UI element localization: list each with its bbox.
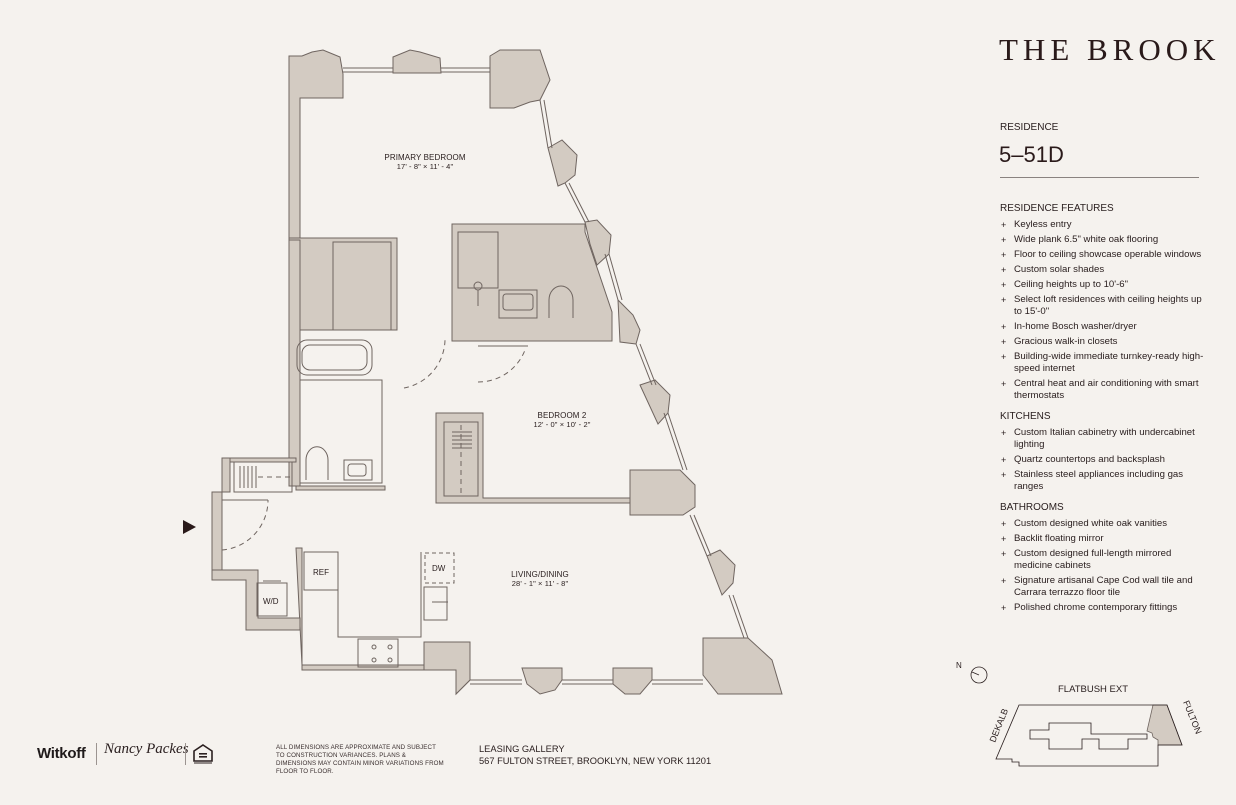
- list-item: + Custom designed white oak vanities: [1000, 518, 1210, 530]
- list-item: + Polished chrome contemporary fittings: [1000, 602, 1210, 614]
- feature-text: Polished chrome contemporary fittings: [1014, 602, 1178, 613]
- plus-icon: +: [1001, 352, 1007, 362]
- list-item: + Gracious walk-in closets: [1000, 336, 1210, 348]
- street-fulton: FULTON: [1181, 699, 1203, 735]
- divider: [1000, 177, 1199, 178]
- developer-logo: Witkoff: [37, 745, 86, 762]
- list-item: + Stainless steel appliances including ga…: [1000, 469, 1210, 493]
- feature-text: Signature artisanal Cape Cod wall tile a…: [1014, 575, 1193, 598]
- plus-icon: +: [1001, 220, 1007, 230]
- list-item: + Custom Italian cabinetry with undercabi…: [1000, 427, 1210, 451]
- plus-icon: +: [1001, 470, 1007, 480]
- feature-text: Custom solar shades: [1014, 264, 1105, 275]
- plus-icon: +: [1001, 549, 1007, 559]
- kitchens-list: + Custom Italian cabinetry with undercabi…: [1000, 427, 1210, 493]
- street-dekalb: DEKALB: [988, 707, 1011, 744]
- bathrooms-list: + Custom designed white oak vanities + Bac…: [1000, 518, 1210, 614]
- feature-text: Custom Italian cabinetry with undercabin…: [1014, 427, 1195, 450]
- room-dimensions: 28' - 1" × 11' - 8": [511, 579, 569, 588]
- plus-icon: +: [1001, 519, 1007, 529]
- plus-icon: +: [1001, 576, 1007, 586]
- list-item: + Keyless entry: [1000, 219, 1210, 231]
- compass-icon: [970, 666, 988, 684]
- entry-arrow-icon: [183, 520, 196, 534]
- plus-icon: +: [1001, 295, 1007, 305]
- section-title-bathrooms: BATHROOMS: [1000, 502, 1064, 513]
- list-item: + Central heat and air conditioning with …: [1000, 378, 1210, 402]
- brand-title: THE BROOK: [999, 32, 1221, 67]
- feature-text: Backlit floating mirror: [1014, 533, 1104, 544]
- leasing-gallery: LEASING GALLERY 567 FULTON STREET, BROOK…: [479, 743, 711, 767]
- plus-icon: +: [1001, 337, 1007, 347]
- leasing-address: 567 FULTON STREET, BROOKLYN, NEW YORK 11…: [479, 756, 712, 766]
- disclaimer-text: ALL DIMENSIONS ARE APPROXIMATE AND SUBJE…: [276, 744, 444, 775]
- room-bedroom-2: BEDROOM 2 12' - 0" × 10' - 2": [512, 411, 612, 429]
- list-item: + Custom solar shades: [1000, 264, 1210, 276]
- list-item: + Floor to ceiling showcase operable wind…: [1000, 249, 1210, 261]
- section-title-kitchens: KITCHENS: [1000, 411, 1051, 422]
- refrigerator-label: REF: [313, 568, 329, 577]
- list-item: + Signature artisanal Cape Cod wall tile …: [1000, 575, 1210, 599]
- list-item: + Quartz countertops and backsplash: [1000, 454, 1210, 466]
- feature-text: Building-wide immediate turnkey-ready hi…: [1014, 351, 1204, 374]
- floor-plan-drawing: [183, 49, 783, 696]
- plus-icon: +: [1001, 265, 1007, 275]
- plus-icon: +: [1001, 280, 1007, 290]
- list-item: + Ceiling heights up to 10'-6": [1000, 279, 1210, 291]
- list-item: + Building-wide immediate turnkey-ready h…: [1000, 351, 1210, 375]
- divider: [185, 743, 186, 765]
- key-plan: N FLATBUSH EXT DEKALB FULTON: [950, 655, 1210, 770]
- feature-text: Ceiling heights up to 10'-6": [1014, 279, 1129, 290]
- feature-text: Custom designed white oak vanities: [1014, 518, 1168, 529]
- features-panel: RESIDENCE FEATURES + Keyless entry + Wide …: [1000, 203, 1210, 623]
- street-flatbush: FLATBUSH EXT: [1058, 684, 1128, 695]
- dishwasher-label: DW: [432, 564, 446, 573]
- feature-text: Custom designed full-length mirrored med…: [1014, 548, 1172, 571]
- washer-dryer-label: W/D: [263, 597, 279, 606]
- plus-icon: +: [1001, 534, 1007, 544]
- list-item: + Wide plank 6.5" white oak flooring: [1000, 234, 1210, 246]
- room-living-dining: LIVING/DINING 28' - 1" × 11' - 8": [490, 570, 590, 588]
- room-dimensions: 12' - 0" × 10' - 2": [533, 420, 591, 429]
- feature-text: Wide plank 6.5" white oak flooring: [1014, 234, 1159, 245]
- feature-text: Quartz countertops and backsplash: [1014, 454, 1165, 465]
- key-plan-drawing: N FLATBUSH EXT DEKALB FULTON: [956, 661, 1204, 767]
- room-primary-bedroom: PRIMARY BEDROOM 17' - 8" × 11' - 4": [370, 153, 480, 171]
- plus-icon: +: [1001, 379, 1007, 389]
- feature-text: Keyless entry: [1014, 219, 1072, 230]
- section-title-residence-features: RESIDENCE FEATURES: [1000, 203, 1114, 214]
- room-name: LIVING/DINING: [511, 570, 569, 579]
- residence-features-list: + Keyless entry + Wide plank 6.5" white oa…: [1000, 219, 1210, 402]
- equal-housing-icon: [193, 744, 213, 764]
- broker-signature: Nancy Packes: [104, 741, 189, 757]
- room-name: PRIMARY BEDROOM: [384, 153, 466, 162]
- list-item: + Select loft residences with ceiling hei…: [1000, 294, 1210, 318]
- feature-text: Stainless steel appliances including gas…: [1014, 469, 1184, 492]
- leasing-title: LEASING GALLERY: [479, 744, 565, 754]
- feature-text: Floor to ceiling showcase operable windo…: [1014, 249, 1202, 260]
- list-item: + In-home Bosch washer/dryer: [1000, 321, 1210, 333]
- feature-text: Select loft residences with ceiling heig…: [1014, 294, 1202, 317]
- plus-icon: +: [1001, 603, 1007, 613]
- list-item: + Custom designed full-length mirrored me…: [1000, 548, 1210, 572]
- divider: [96, 743, 97, 765]
- list-item: + Backlit floating mirror: [1000, 533, 1210, 545]
- feature-text: Central heat and air conditioning with s…: [1014, 378, 1199, 401]
- plus-icon: +: [1001, 455, 1007, 465]
- feature-text: In-home Bosch washer/dryer: [1014, 321, 1137, 332]
- residence-label: RESIDENCE: [1000, 122, 1059, 133]
- plus-icon: +: [1001, 428, 1007, 438]
- floor-plan: PRIMARY BEDROOM 17' - 8" × 11' - 4" BEDR…: [183, 49, 783, 696]
- north-label: N: [956, 661, 962, 670]
- residence-number: 5–51D: [999, 142, 1064, 167]
- plus-icon: +: [1001, 250, 1007, 260]
- room-dimensions: 17' - 8" × 11' - 4": [396, 162, 454, 171]
- plus-icon: +: [1001, 322, 1007, 332]
- feature-text: Gracious walk-in closets: [1014, 336, 1118, 347]
- plus-icon: +: [1001, 235, 1007, 245]
- room-name: BEDROOM 2: [537, 411, 587, 420]
